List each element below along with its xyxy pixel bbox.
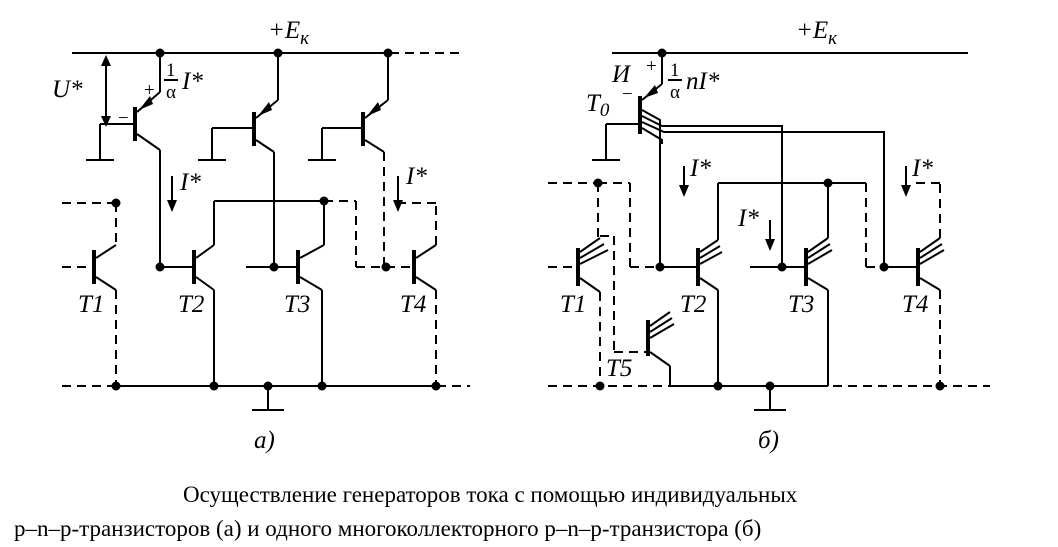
ref-current-label-b: nI* xyxy=(686,68,720,95)
node xyxy=(713,381,723,391)
minus-sign-b: − xyxy=(622,84,633,105)
ref-current-num-a: 1 xyxy=(166,60,176,81)
ref-current-den-b: α xyxy=(670,82,680,103)
t4-label-b: T4 xyxy=(902,291,928,318)
ref-current-den-a: α xyxy=(166,82,176,103)
emitter-arrow xyxy=(139,96,153,110)
figure-caption: Осуществление генераторов тока с помощью… xyxy=(0,478,1058,546)
current-label-b1: I* xyxy=(689,155,711,182)
current-label-b3: I* xyxy=(911,155,933,182)
panel-a: +Eк U* + − 1 α I* I* I* T1 T2 T3 T4 а) xyxy=(52,17,470,454)
caption-line-2: p–n–p-транзисторов (a) и одного многокол… xyxy=(14,516,762,541)
panel-b: +Eк И + − 1 α nI* T0 I* I* I* T1 T2 T3 T… xyxy=(548,17,990,454)
t1-label-a: T1 xyxy=(78,291,104,318)
node xyxy=(655,262,665,272)
supply-label-a: +Eк xyxy=(268,17,310,49)
node xyxy=(823,178,833,188)
t1-label-b: T1 xyxy=(560,291,586,318)
caption-line-1: Осуществление генераторов тока с помощью… xyxy=(183,482,798,507)
node xyxy=(155,262,165,272)
node xyxy=(209,381,219,391)
t2-label-a: T2 xyxy=(178,291,204,318)
plus-sign-b: + xyxy=(646,56,657,77)
node xyxy=(269,262,279,272)
node xyxy=(879,262,889,272)
minus-sign-a: − xyxy=(118,108,129,129)
t4-label-a: T4 xyxy=(400,291,426,318)
arrowhead xyxy=(679,185,689,197)
t0-label: T0 xyxy=(586,90,610,121)
emitter-arrow xyxy=(258,102,272,116)
ref-current-num-b: 1 xyxy=(670,60,680,81)
node xyxy=(317,381,327,391)
ref-current-label-a: I* xyxy=(181,68,203,95)
node xyxy=(595,381,605,391)
emitter-arrow xyxy=(644,85,658,98)
current-label-a1: I* xyxy=(179,169,201,196)
node xyxy=(431,381,441,391)
arrowhead xyxy=(167,200,177,212)
current-label-a2: I* xyxy=(405,163,427,190)
voltage-label-b: И xyxy=(611,61,632,88)
node xyxy=(777,262,787,272)
arrowhead xyxy=(393,200,403,212)
t3-label-b: T3 xyxy=(788,291,814,318)
t3-label-a: T3 xyxy=(284,291,310,318)
arrowhead xyxy=(101,55,111,66)
node xyxy=(111,381,121,391)
current-label-b2: I* xyxy=(737,205,759,232)
plus-sign-a: + xyxy=(144,80,155,101)
circuit-diagram: +Eк U* + − 1 α I* I* I* T1 T2 T3 T4 а) xyxy=(52,17,990,454)
emitter-arrow xyxy=(367,102,381,116)
node xyxy=(381,262,391,272)
voltage-label-a: U* xyxy=(52,76,83,103)
arrowhead xyxy=(901,185,911,197)
panel-label-b: б) xyxy=(758,427,779,454)
t5-label: T5 xyxy=(606,355,632,382)
arrowhead xyxy=(765,239,775,251)
panel-label-a: а) xyxy=(254,427,275,454)
t2-label-b: T2 xyxy=(680,291,706,318)
arrowhead xyxy=(101,116,111,127)
supply-label-b: +Eк xyxy=(796,17,838,49)
node xyxy=(935,381,945,391)
